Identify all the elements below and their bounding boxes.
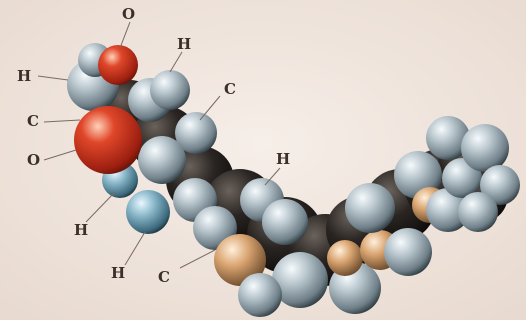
label-carbon-left: C [27, 112, 40, 130]
oxygen-atoms [74, 45, 142, 174]
hydrogen-atoms [67, 43, 520, 317]
label-carbon-bottom: C [158, 268, 171, 286]
label-carbon-right: C [224, 80, 237, 98]
label-hydrogen-low-left: H [74, 221, 89, 239]
label-leader-lines [37, 21, 281, 269]
label-hydrogen-mid: H [276, 150, 291, 168]
label-hydrogen-top: H [177, 35, 192, 53]
label-hydrogen-bottom: H [111, 264, 126, 282]
label-hydrogen-left: H [17, 67, 32, 85]
label-oxygen-top: O [122, 5, 136, 23]
label-oxygen-left: O [27, 151, 41, 169]
